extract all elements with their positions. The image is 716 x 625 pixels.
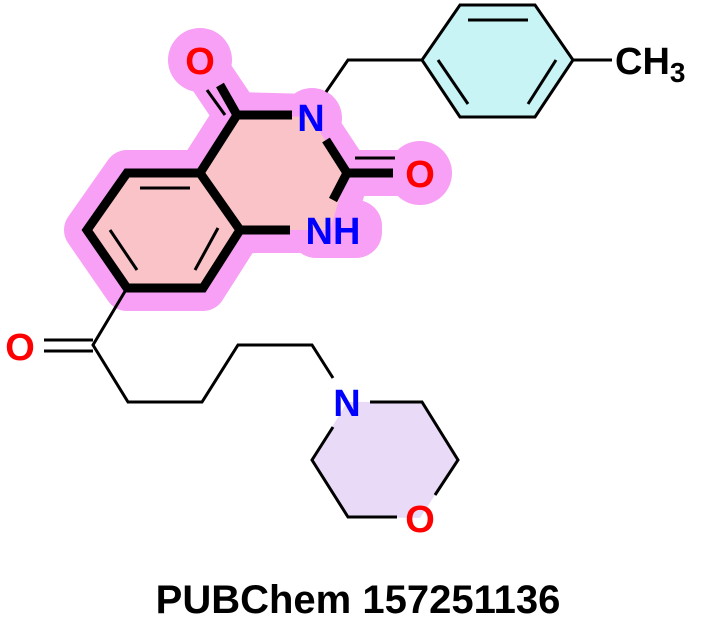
atom-o-ketone: O — [5, 327, 35, 369]
tolyl-ring-fill — [422, 5, 573, 117]
atom-o-carbonyl4: O — [185, 41, 215, 83]
skeletal-bonds — [44, 3, 612, 519]
atom-n-morpholine: N — [333, 383, 360, 425]
highlighted-bonds — [81, 82, 393, 293]
atom-o-carbonyl2: O — [405, 154, 435, 196]
atom-n3: N — [297, 98, 324, 140]
atom-nh1: NH — [306, 211, 361, 253]
compound-caption: PUBChem 157251136 — [155, 578, 561, 622]
morpholine-ring-fill — [312, 402, 458, 518]
atom-ch3: CH3 — [615, 41, 685, 88]
pyrimidine-fill — [200, 115, 347, 230]
atom-o-morpholine: O — [405, 499, 435, 541]
